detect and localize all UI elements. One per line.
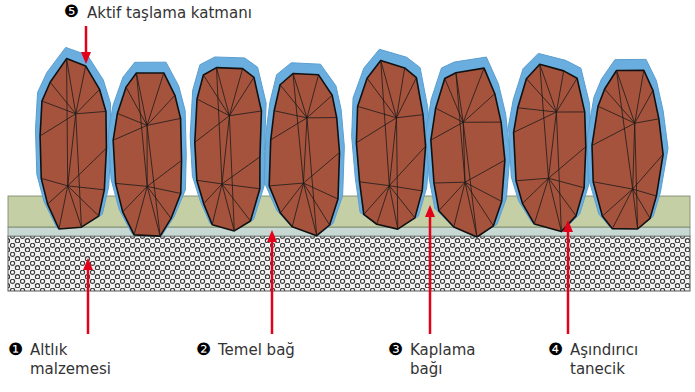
leader-line <box>271 242 274 334</box>
abrasive-grain <box>514 64 586 231</box>
callout-number: ❶ <box>8 340 23 359</box>
part-label: Aktif taşlama katmanı <box>87 4 252 23</box>
leader-line <box>429 217 432 334</box>
callout-number: ❺ <box>64 2 79 21</box>
coating-blob <box>264 63 344 235</box>
abrasive-grain <box>592 70 663 229</box>
coating-blob <box>426 57 510 236</box>
abrasive-grain <box>431 68 505 237</box>
backing-material <box>8 236 690 291</box>
abrasive-grains <box>40 59 663 237</box>
callout-number: ❸ <box>388 340 403 359</box>
part-label: Aşındırıcı tanecik <box>570 341 665 379</box>
active-layer <box>35 47 668 236</box>
leader-line <box>87 270 90 334</box>
size-coat <box>8 196 690 227</box>
leader-line <box>85 26 88 52</box>
abrasive-grain <box>40 59 106 229</box>
abrasive-grain <box>113 73 181 236</box>
part-label: Kaplama bağı <box>410 341 485 379</box>
coating-blob <box>190 57 266 230</box>
abrasive-grain <box>269 73 339 235</box>
leader-line <box>567 232 570 334</box>
arrowhead <box>83 258 93 270</box>
callout-arrows <box>81 26 573 334</box>
part-label: Temel bağ <box>218 341 295 360</box>
coating-blob <box>108 62 186 235</box>
make-coat <box>8 227 690 236</box>
arrowhead <box>425 205 435 217</box>
abrasive-grain <box>356 60 425 229</box>
arrowhead <box>81 52 91 64</box>
arrowhead <box>563 220 573 232</box>
abrasive-grain <box>195 68 262 231</box>
arrowhead <box>267 230 277 242</box>
callout-number: ❹ <box>548 340 563 359</box>
coating-blob <box>508 53 590 230</box>
part-label: Altlık malzemesi <box>30 341 115 379</box>
callout-number: ❷ <box>196 340 211 359</box>
